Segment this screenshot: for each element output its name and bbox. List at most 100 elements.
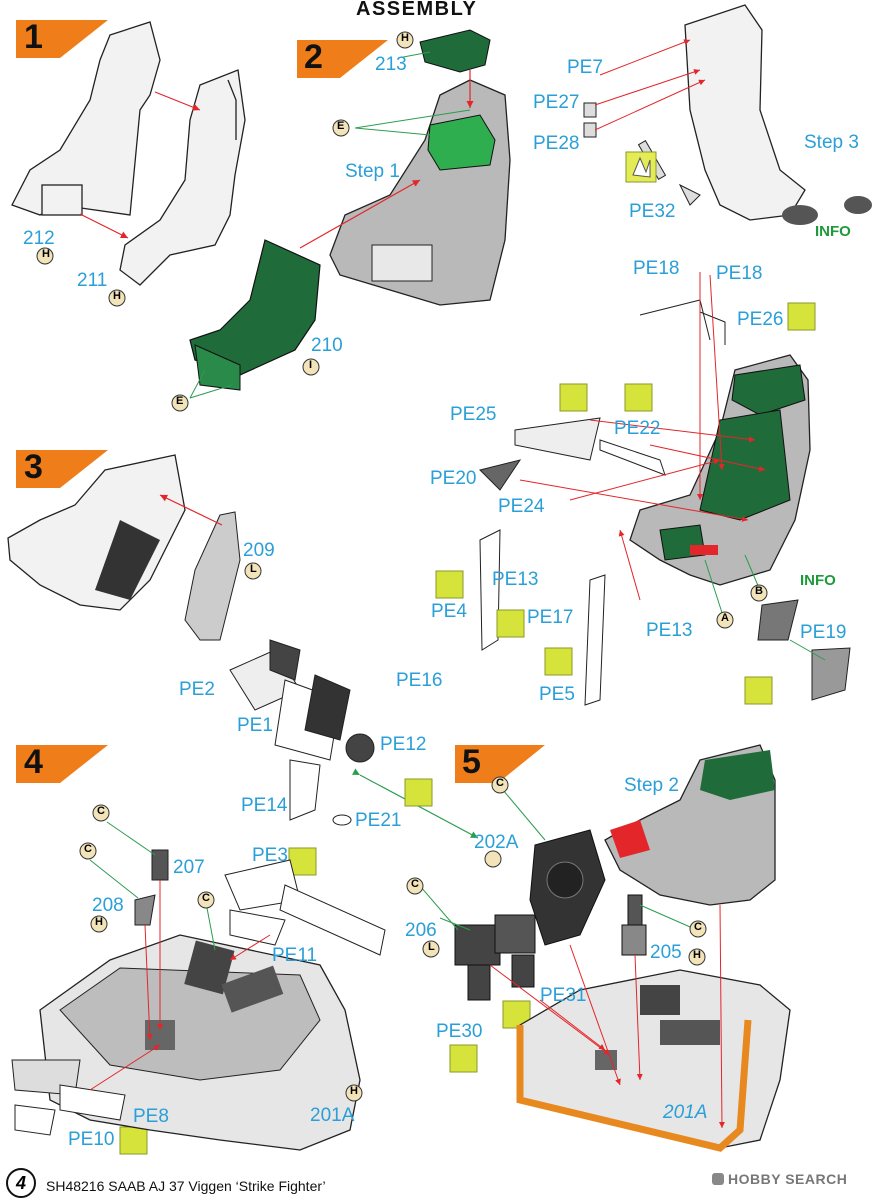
pe-label: PE18 xyxy=(716,263,763,284)
part-label: 202A xyxy=(474,832,519,853)
pe-label: PE31 xyxy=(540,985,587,1006)
paint-code: L xyxy=(428,941,435,953)
pe-label: PE12 xyxy=(380,734,427,755)
hand-warning-icon xyxy=(625,151,657,183)
paint-code: C xyxy=(411,878,419,890)
seat-assembly-step3-left xyxy=(7,454,186,611)
part-label: 208 xyxy=(92,895,124,916)
pe-label: PE8 xyxy=(133,1106,169,1127)
paint-code: I xyxy=(309,359,313,371)
info-label-top: INFO xyxy=(815,223,851,240)
paint-code: H xyxy=(113,290,121,302)
console-206 xyxy=(454,914,536,1001)
step-badge-2 xyxy=(297,40,388,78)
question-icons xyxy=(119,778,531,1155)
arrows-step3 xyxy=(594,39,706,131)
paint-code: B xyxy=(755,585,763,597)
pe-label: PE25 xyxy=(450,404,497,425)
pe-label: PE16 xyxy=(396,670,443,691)
pe-label: PE14 xyxy=(241,795,288,816)
page-number: 4 xyxy=(6,1168,36,1198)
seat-half-212 xyxy=(11,21,161,216)
arrows-harness xyxy=(519,272,766,601)
step-number-2: 2 xyxy=(304,38,323,76)
pe-instrument-panels xyxy=(229,639,375,826)
paint-code: C xyxy=(496,777,504,789)
paint-code: H xyxy=(350,1085,358,1097)
part-209 xyxy=(184,511,241,641)
pe-label: PE13 xyxy=(646,620,693,641)
step-badge-1 xyxy=(16,20,108,58)
pe-label: PE4 xyxy=(431,601,467,622)
pe-label: PE18 xyxy=(633,258,680,279)
paint-code: C xyxy=(202,892,210,904)
pe-label: PE19 xyxy=(800,622,847,643)
paint-code: H xyxy=(401,32,409,44)
arrows-step2 xyxy=(189,51,474,399)
pe-step4 xyxy=(11,859,386,1136)
pe-label: PE20 xyxy=(430,468,477,489)
part-label: 213 xyxy=(375,54,407,75)
paint-code: H xyxy=(693,949,701,961)
paint-code: C xyxy=(84,843,92,855)
step-number-1: 1 xyxy=(24,18,43,56)
pe-label: PE17 xyxy=(527,607,574,628)
pe-label: PE28 xyxy=(533,133,580,154)
step-number-5: 5 xyxy=(462,743,481,781)
cockpit-tub-final xyxy=(516,969,791,1152)
part-label: 212 xyxy=(23,228,55,249)
step-badge-3 xyxy=(16,450,108,488)
paint-code: A xyxy=(721,612,729,624)
watermark-text: HOBBY SEARCH xyxy=(728,1171,848,1187)
pe-harness-parts xyxy=(479,299,851,706)
seat-assembly-step1 xyxy=(329,79,511,306)
instrument-panel-202A xyxy=(529,829,606,946)
pe-label: PE32 xyxy=(629,201,676,222)
pe-label: PE10 xyxy=(68,1129,115,1150)
harness-seat xyxy=(629,354,811,586)
arrow-209 xyxy=(159,494,223,526)
sub-step-label-2: Step 2 xyxy=(624,775,679,796)
page-title: ASSEMBLY xyxy=(356,0,478,20)
parts-207-208 xyxy=(134,849,169,926)
pe-label: PE13 xyxy=(492,569,539,590)
step-number-3: 3 xyxy=(24,448,43,486)
arrows-step4 xyxy=(89,880,271,1091)
part-label: 201A xyxy=(310,1105,355,1126)
seat-final-step2 xyxy=(604,744,776,906)
sub-step-label-3: Step 3 xyxy=(804,132,859,153)
pe-label: PE3 xyxy=(252,845,288,866)
seat-cushion-210 xyxy=(189,239,321,391)
paint-code: E xyxy=(176,395,184,407)
product-caption: SH48216 SAAB AJ 37 Viggen ‘Strike Fighte… xyxy=(46,1178,326,1194)
paint-leaders-step4 xyxy=(89,821,216,951)
pe-label: PE24 xyxy=(498,496,545,517)
part-label: 207 xyxy=(173,857,205,878)
pe-label: PE5 xyxy=(539,684,575,705)
part-label: 205 xyxy=(650,942,682,963)
paint-code: H xyxy=(42,248,50,260)
pe-label: PE21 xyxy=(355,810,402,831)
pe-label: PE27 xyxy=(533,92,580,113)
pe-label: PE2 xyxy=(179,679,215,700)
pe-label: PE7 xyxy=(567,57,603,78)
stick-205 xyxy=(621,894,647,956)
arrows-step1 xyxy=(79,91,201,239)
paint-code: L xyxy=(250,563,257,575)
paint-code: C xyxy=(97,805,105,817)
pe-label: PE26 xyxy=(737,309,784,330)
paint-badges xyxy=(36,31,768,1102)
part-label: 209 xyxy=(243,540,275,561)
seat-headrest-213 xyxy=(419,29,491,73)
step-number-4: 4 xyxy=(24,743,43,781)
pe-label: PE22 xyxy=(614,418,661,439)
pe-label: PE11 xyxy=(272,945,318,966)
seat-assembly-step3 xyxy=(684,4,872,225)
info-label-mid: INFO xyxy=(800,572,836,589)
step-badge-4 xyxy=(16,745,108,783)
part-label: 211 xyxy=(77,270,108,291)
part-label: 201A xyxy=(663,1102,708,1123)
paint-code: C xyxy=(694,921,702,933)
sub-step-label-1: Step 1 xyxy=(345,161,400,182)
